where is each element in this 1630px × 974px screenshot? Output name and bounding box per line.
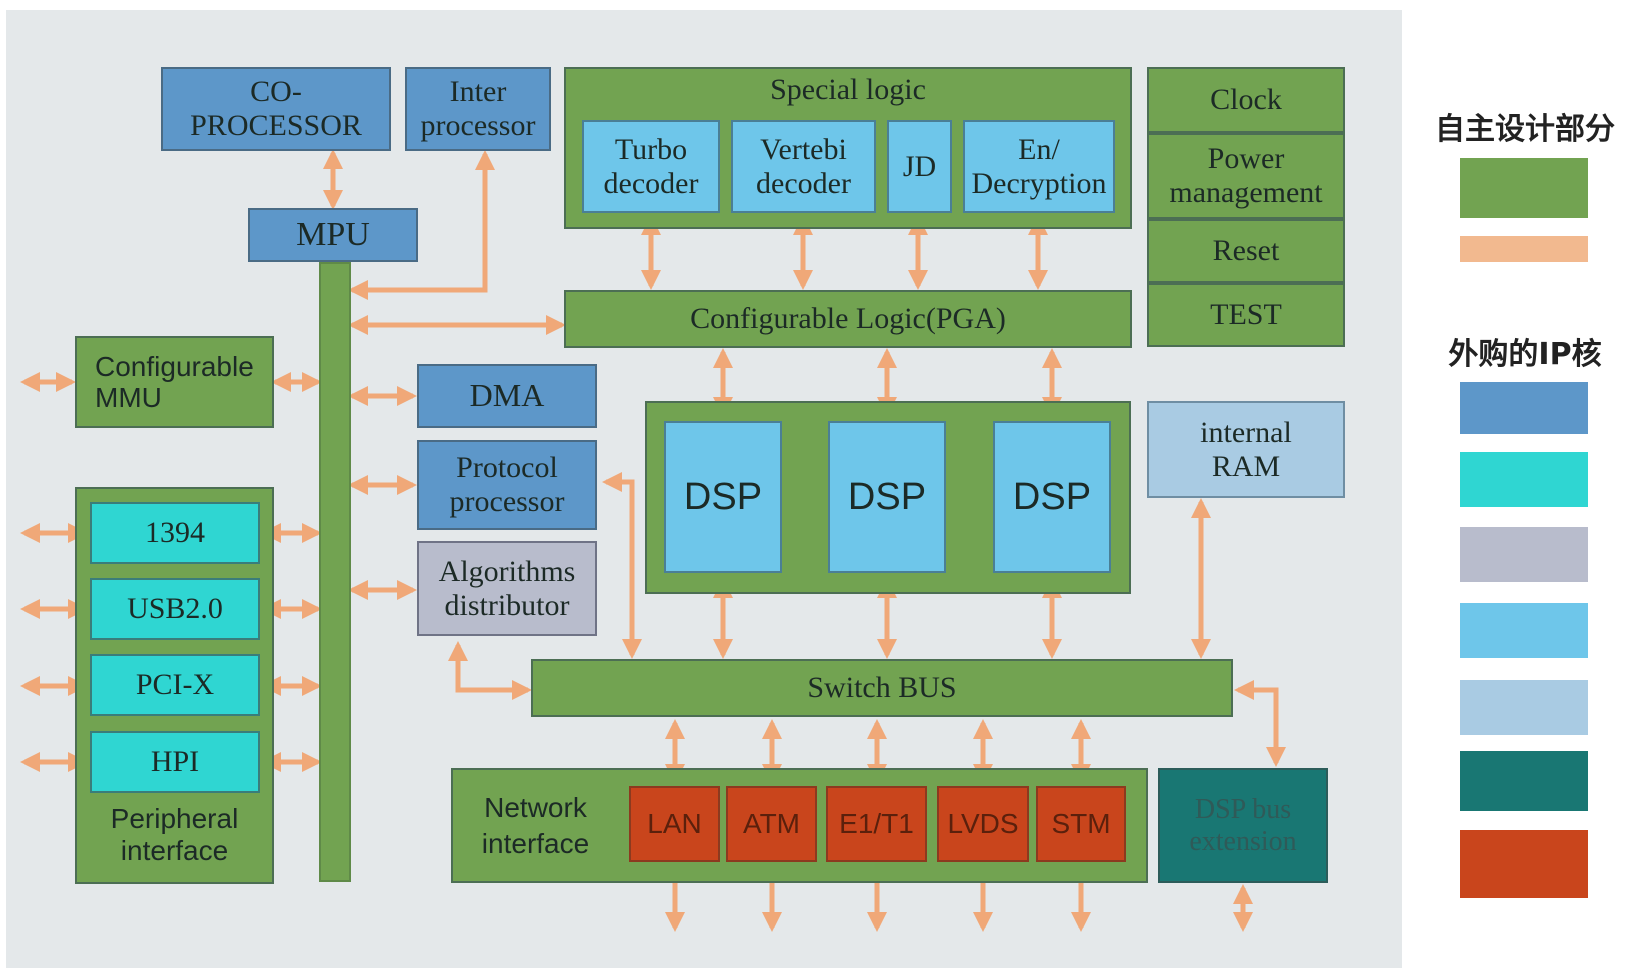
dsp-bus-extension-block: DSP bus extension xyxy=(1158,768,1328,883)
pcix-block: PCI-X xyxy=(90,654,260,716)
e1t1-block: E1/T1 xyxy=(826,786,927,862)
ieee1394-block: 1394 xyxy=(90,502,260,564)
legend-swatch-steel-blue xyxy=(1460,382,1588,434)
inter-processor-block: Inter processor xyxy=(405,67,551,151)
legend-swatch-light-blue xyxy=(1460,603,1588,658)
legend-swatch-pale-blue xyxy=(1460,680,1588,735)
power-management-block: Power management xyxy=(1147,133,1345,219)
network-interface-label: Network interface xyxy=(481,792,590,860)
hpi-block: HPI xyxy=(90,731,260,793)
atm-block: ATM xyxy=(726,786,817,862)
mpu-block: MPU xyxy=(248,208,418,262)
legend-swatch-orange xyxy=(1460,236,1588,262)
dsp-block-3: DSP xyxy=(993,421,1111,573)
algorithms-distributor-block: Algorithms distributor xyxy=(417,541,597,636)
clock-block: Clock xyxy=(1147,67,1345,133)
lvds-block: LVDS xyxy=(937,786,1029,862)
switch-bus-bar: Switch BUS xyxy=(531,659,1233,717)
internal-ram-block: internal RAM xyxy=(1147,401,1345,498)
lan-block: LAN xyxy=(629,786,720,862)
vertebi-decoder-block: Vertebi decoder xyxy=(731,120,876,213)
arrow-switch-extension xyxy=(1234,680,1286,767)
coprocessor-block: CO- PROCESSOR xyxy=(161,67,391,151)
legend-self-designed-title: 自主设计部分 xyxy=(1435,112,1615,147)
legend-swatch-teal xyxy=(1460,751,1588,811)
legend-swatch-green xyxy=(1460,158,1588,218)
test-block: TEST xyxy=(1147,283,1345,347)
dsp-block-1: DSP xyxy=(664,421,782,573)
peripheral-interface-label: Peripheral interface xyxy=(110,803,239,867)
arrow-algorithms-switch xyxy=(448,641,532,700)
protocol-processor-block: Protocol processor xyxy=(417,440,597,530)
dma-block: DMA xyxy=(417,364,597,428)
en-decryption-block: En/ Decryption xyxy=(963,120,1115,213)
legend-swatch-grey xyxy=(1460,527,1588,582)
usb2-block: USB2.0 xyxy=(90,578,260,640)
dsp-block-2: DSP xyxy=(828,421,946,573)
mpu-vertical-bus xyxy=(319,262,351,882)
legend-swatch-red-orange xyxy=(1460,830,1588,898)
arrow-protocol-switch xyxy=(602,472,642,659)
special-logic-title: Special logic xyxy=(770,73,926,106)
legend-purchased-ip-title: 外购的IP核 xyxy=(1448,337,1602,372)
arrow-interprocessor-bus xyxy=(348,150,495,300)
reset-block: Reset xyxy=(1147,219,1345,283)
jd-block: JD xyxy=(887,120,952,213)
configurable-logic-pga-bar: Configurable Logic(PGA) xyxy=(564,290,1132,348)
stm-block: STM xyxy=(1036,786,1126,862)
turbo-decoder-block: Turbo decoder xyxy=(582,120,720,213)
configurable-mmu-block: Configurable MMU xyxy=(75,336,274,428)
legend-swatch-cyan xyxy=(1460,452,1588,507)
